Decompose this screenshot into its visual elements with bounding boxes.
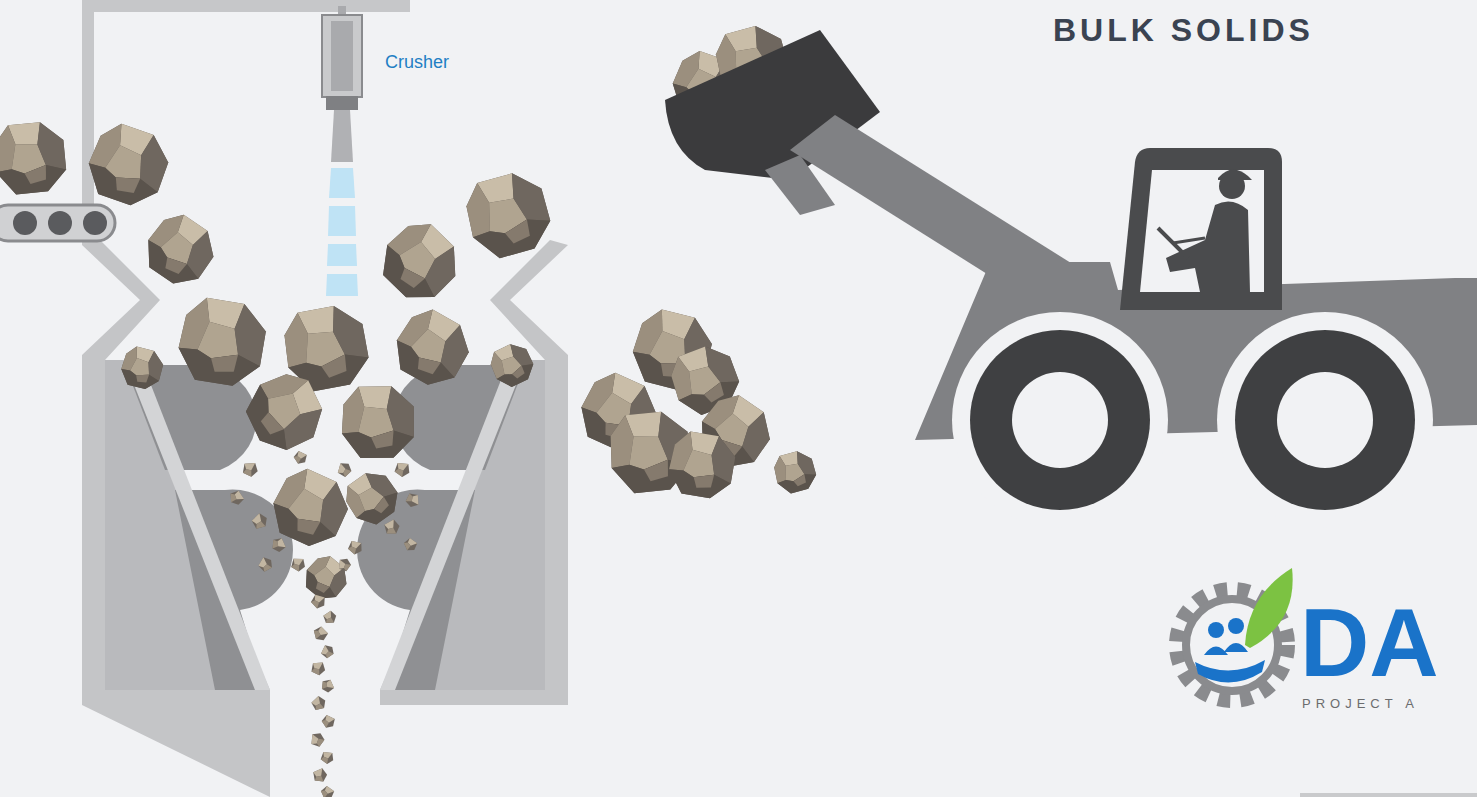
rock [264,462,356,554]
wheel-hub [1012,372,1108,468]
rock [136,206,225,295]
hand [1195,660,1265,683]
conveyor-belt [0,205,115,241]
cab-window [1140,170,1264,292]
roller-wheel [48,211,72,235]
rock-chip [250,511,270,531]
rock-chip [291,556,307,572]
rule [1300,793,1477,797]
rock-chip [323,610,339,626]
rock [298,550,354,606]
support-frame [88,6,410,245]
rock-chip [310,694,328,712]
spray [327,244,357,266]
rock [484,337,539,392]
hopper-wall [380,240,568,705]
rock [119,345,166,392]
crusher-collar [326,96,358,110]
rock-chip [313,768,328,783]
wheel [1235,330,1415,510]
rock [769,446,821,498]
rock-chip [402,537,419,554]
rock-chip [336,460,354,478]
roller-wheel [13,211,37,235]
spray [329,168,355,198]
rock-chip [310,593,328,611]
rock-chip [319,643,336,660]
rock-chip [320,713,337,730]
driver-arm [1173,238,1205,243]
rock-chip [384,518,402,536]
rock-chip [347,539,365,557]
title: BULK SOLIDS [1053,14,1314,46]
logo-text: DA [1300,595,1439,691]
rock-chip [394,460,412,478]
rock [236,363,334,461]
rock-chip [321,679,335,693]
hopper [82,240,568,797]
rock [385,301,478,394]
people [1204,643,1248,655]
person [1228,618,1244,634]
rock-chip [312,625,330,643]
nozzle [331,110,353,162]
spray [326,274,358,296]
wheel [970,330,1150,510]
crusher-body [322,15,362,97]
rock-chip [292,449,309,466]
rock-chip [242,461,259,478]
rock-chip [319,785,336,797]
roller-wheel [83,211,107,235]
frame [88,6,410,245]
rock [338,382,418,462]
rock [0,116,72,199]
rock-chip [405,493,420,508]
rock-chip [309,731,326,748]
wheel-hub [1277,372,1373,468]
logo [1177,568,1293,700]
conveyor [0,205,115,241]
rock-chip [337,557,353,573]
rock-chip [320,750,336,766]
rock-chip [271,538,286,553]
driver-cap [1218,169,1252,180]
rock-chip [311,661,326,676]
spray [328,206,356,236]
wheel-arch [952,312,1168,528]
rock [667,430,737,500]
logo-tagline: PROJECT A [1302,697,1419,710]
rock-chip [257,555,276,574]
part-label: Crusher [385,53,449,71]
crusher-unit [322,15,362,296]
rock [456,163,560,267]
wheel-loader [665,30,1477,528]
cab [1120,148,1282,310]
rock [176,296,269,389]
crusher-panel [331,21,353,91]
rock [81,118,175,212]
rock [369,211,470,312]
chips [228,449,420,797]
wheel-arch [1217,312,1433,528]
rock-chip [228,490,245,507]
person [1208,622,1224,638]
leaf [1245,568,1293,648]
